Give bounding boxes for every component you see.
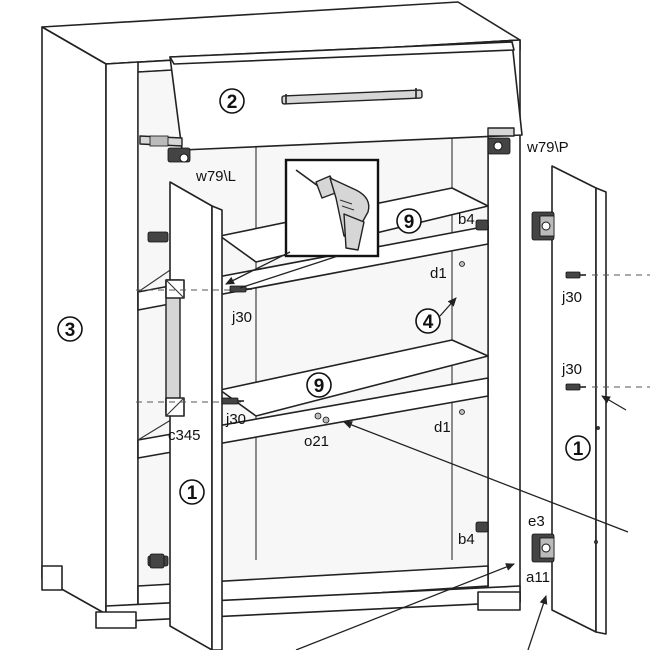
label-screw-lower-left: j30 [225, 411, 246, 428]
drawer-top-edge [169, 41, 515, 65]
part-number-door-right: 1 [565, 435, 591, 461]
pointer-arrows [295, 297, 629, 650]
left-door-edge [211, 205, 223, 650]
svg-text:1: 1 [573, 439, 584, 460]
label-pin-upper: d1 [430, 265, 447, 282]
arrow-to-door-right [601, 395, 627, 411]
foot-left-front [95, 611, 137, 629]
hinge-plate-left-upper [147, 231, 169, 243]
part-number-drawer: 2 [219, 88, 245, 114]
screw-icon [565, 383, 586, 391]
part-number-shelf-lower: 9 [306, 372, 332, 398]
drawer-runner-right [487, 127, 515, 137]
label-hinge-left: w79\L [195, 168, 236, 185]
label-handle: c345 [168, 427, 201, 444]
door-handle [165, 279, 181, 413]
right-door-hinge-upper [531, 211, 555, 241]
power-drill-icon [295, 169, 370, 251]
right-door-hinge-lower [531, 533, 555, 563]
shelf-lower-front-edge [137, 377, 489, 459]
part-number-shelf-upper: 9 [396, 208, 422, 234]
svg-text:3: 3 [65, 320, 76, 341]
part-numbers: 2 3 9 9 4 1 1 [57, 88, 591, 505]
connector-hole [322, 416, 330, 424]
part-number-side-panel: 3 [57, 316, 83, 342]
shelf-pin [459, 261, 465, 267]
label-bracket-upper: b4 [458, 211, 475, 228]
right-door-panel [551, 165, 597, 633]
label-screw-door-upper: j30 [561, 289, 582, 306]
label-hinge-plate: e3 [528, 513, 545, 530]
screw-icon [565, 271, 586, 279]
drill-inset [225, 158, 380, 289]
arrow-to-hinge-plate [527, 595, 548, 650]
foot-left-back [41, 565, 63, 591]
arrow-pin-partition [439, 297, 457, 317]
svg-text:1: 1 [187, 483, 198, 504]
label-screw-upper-left: j30 [231, 309, 252, 326]
label-connector: o21 [304, 433, 329, 450]
shelf-pin [459, 409, 465, 415]
part-number-partition: 4 [415, 308, 441, 334]
right-door [531, 165, 650, 635]
svg-text:9: 9 [404, 212, 415, 233]
label-hinge-right: w79\P [526, 139, 569, 156]
cabinet-carcass [41, 1, 521, 629]
drawer-handle [281, 89, 423, 105]
svg-text:2: 2 [227, 92, 238, 113]
svg-text:4: 4 [423, 312, 434, 333]
connector-hole [314, 412, 322, 420]
hinge-plate-right-upper [475, 219, 489, 231]
arrow-to-connector [343, 421, 629, 533]
svg-text:9: 9 [314, 376, 325, 397]
label-screw-door-lower: j30 [561, 361, 582, 378]
screw-icon [221, 397, 244, 405]
shelf-lower [219, 339, 489, 417]
left-door [149, 181, 223, 650]
drawer [139, 41, 523, 163]
left-door-hinge-lower [149, 553, 165, 569]
hinge-right-top [487, 137, 511, 155]
right-door-edge [595, 187, 607, 635]
hinge-left-top [149, 135, 191, 163]
hinge-plate-right-lower [475, 521, 489, 533]
part-number-door: 1 [179, 479, 205, 505]
arrow-to-bottom-bracket [295, 563, 515, 650]
labels: w79\L w79\P j30 j30 c345 o21 d1 d1 b4 b4… [168, 139, 582, 586]
foot-right-front [477, 591, 521, 611]
label-bracket-lower: b4 [458, 531, 475, 548]
label-pin-lower: d1 [434, 419, 451, 436]
left-side-front-edge [105, 61, 139, 615]
bottom-panel [137, 565, 489, 609]
label-hinge-plate-screw: a11 [526, 569, 550, 586]
